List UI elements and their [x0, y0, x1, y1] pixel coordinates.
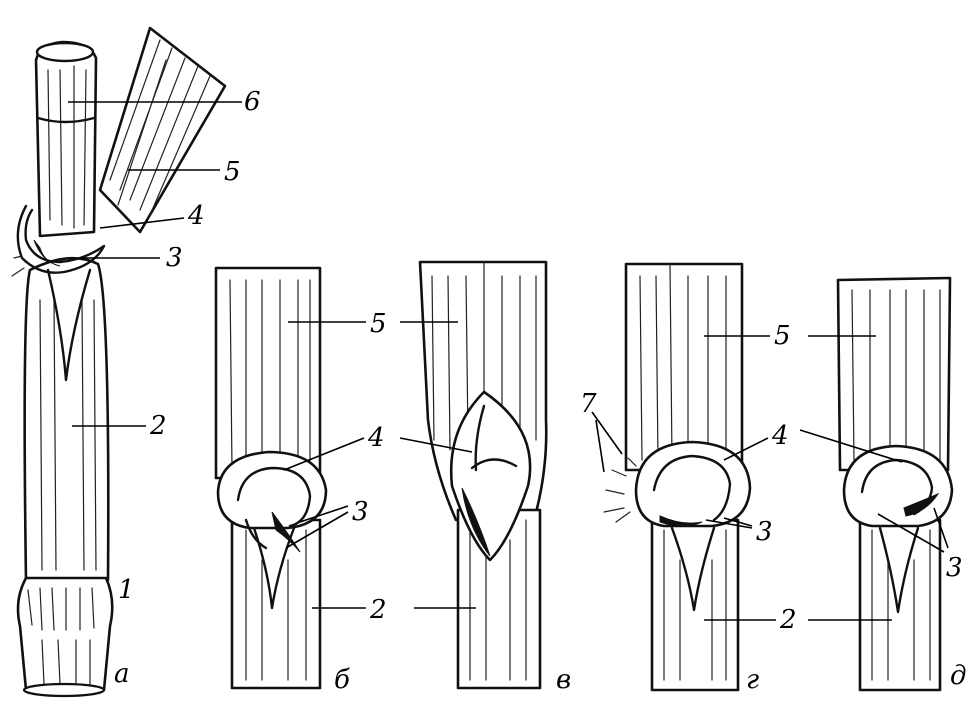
panel-letter-v: в — [556, 665, 571, 695]
label-5-b: 5 — [370, 309, 387, 339]
label-3-b: 3 — [352, 497, 369, 527]
number-labels: 6 5 4 3 2 1 5 4 3 2 7 5 4 3 2 3 — [118, 87, 963, 635]
label-2-a: 2 — [149, 411, 167, 441]
label-5-a: 5 — [224, 157, 241, 187]
label-3-a: 3 — [166, 243, 183, 273]
panel-letter-d: д — [950, 661, 966, 691]
label-4-g: 4 — [771, 421, 789, 451]
panel-letter-b: б — [334, 665, 350, 695]
label-4-b: 4 — [367, 423, 385, 453]
label-7: 7 — [580, 389, 597, 419]
label-2-b: 2 — [369, 595, 387, 625]
label-2-g: 2 — [779, 605, 797, 635]
figure-g-stem — [603, 262, 752, 692]
label-5-g: 5 — [774, 321, 791, 351]
figure-v-stem — [418, 260, 548, 690]
panel-letter-g: г — [746, 665, 759, 695]
figure-d-stem — [836, 276, 954, 692]
label-3-d: 3 — [946, 553, 963, 583]
panel-letter-a: а — [114, 659, 130, 689]
label-3-g: 3 — [756, 517, 773, 547]
panel-letters: а б в г д — [114, 659, 966, 695]
figure-a-stem — [11, 26, 227, 698]
label-4-a: 4 — [187, 201, 205, 231]
label-6: 6 — [244, 87, 261, 117]
label-1: 1 — [118, 575, 135, 605]
leader-lines — [68, 101, 949, 621]
figure-b-stem — [214, 266, 328, 690]
